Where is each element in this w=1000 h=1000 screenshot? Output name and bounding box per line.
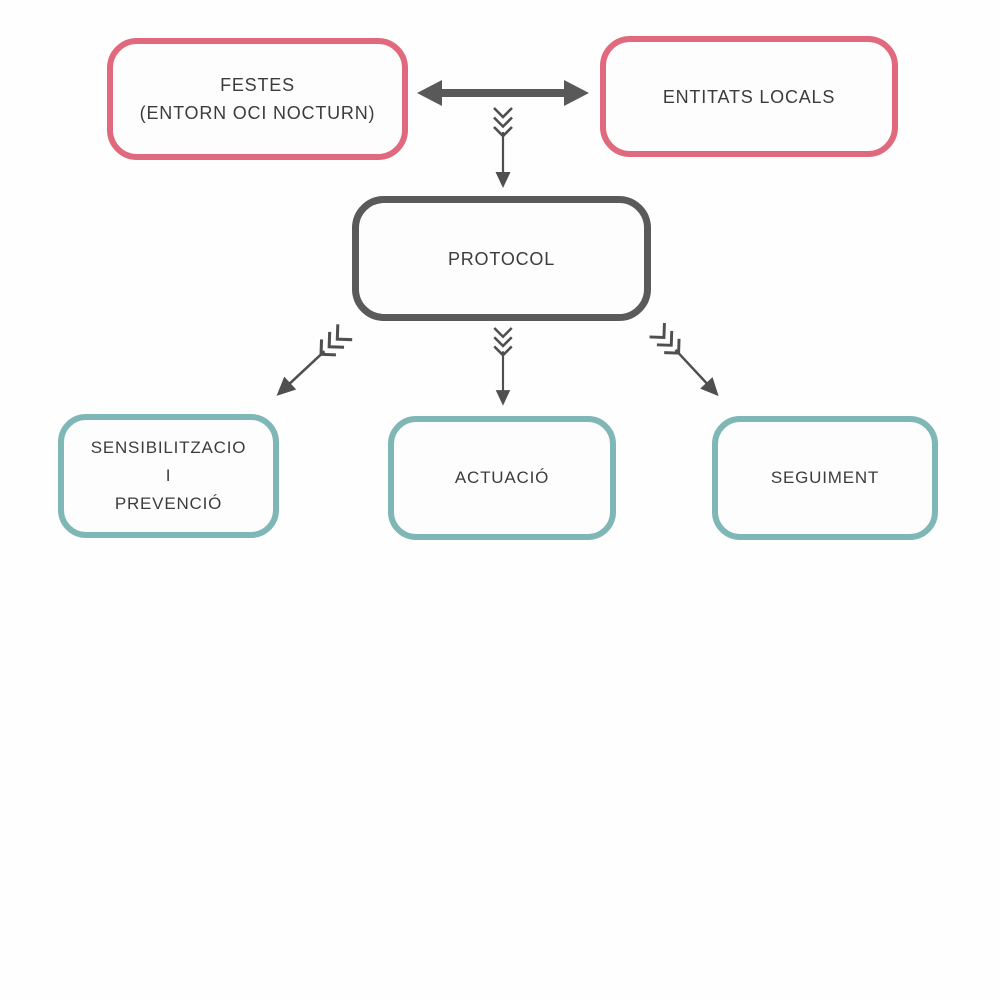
arrow-top-to-protocol [492,106,514,190]
arrow-protocol-to-sensibilitzacio [267,322,354,406]
node-seguiment: SEGUIMENT [712,416,938,540]
node-festes-label: FESTES (ENTORN OCI NOCTURN) [139,75,376,123]
node-festes: FESTES (ENTORN OCI NOCTURN) [107,38,408,160]
arrow-protocol-to-seguiment [648,321,728,405]
double-arrow-festes-entitats [417,80,589,106]
node-actuacio: ACTUACIÓ [388,416,616,540]
node-actuacio-label: ACTUACIÓ [454,468,550,487]
node-protocol: PROTOCOL [352,196,651,321]
node-protocol-label: PROTOCOL [447,248,556,269]
node-entitats-locals: ENTITATS LOCALS [600,36,898,157]
node-sensibilitzacio-prevencio: SENSIBILITZACIO I PREVENCIÓ [58,414,279,538]
node-seguiment-label: SEGUIMENT [770,468,880,487]
arrow-protocol-to-actuacio [493,326,513,407]
node-entitats-locals-label: ENTITATS LOCALS [662,86,836,107]
node-sensibilitzacio-prevencio-label: SENSIBILITZACIO I PREVENCIÓ [90,438,247,513]
